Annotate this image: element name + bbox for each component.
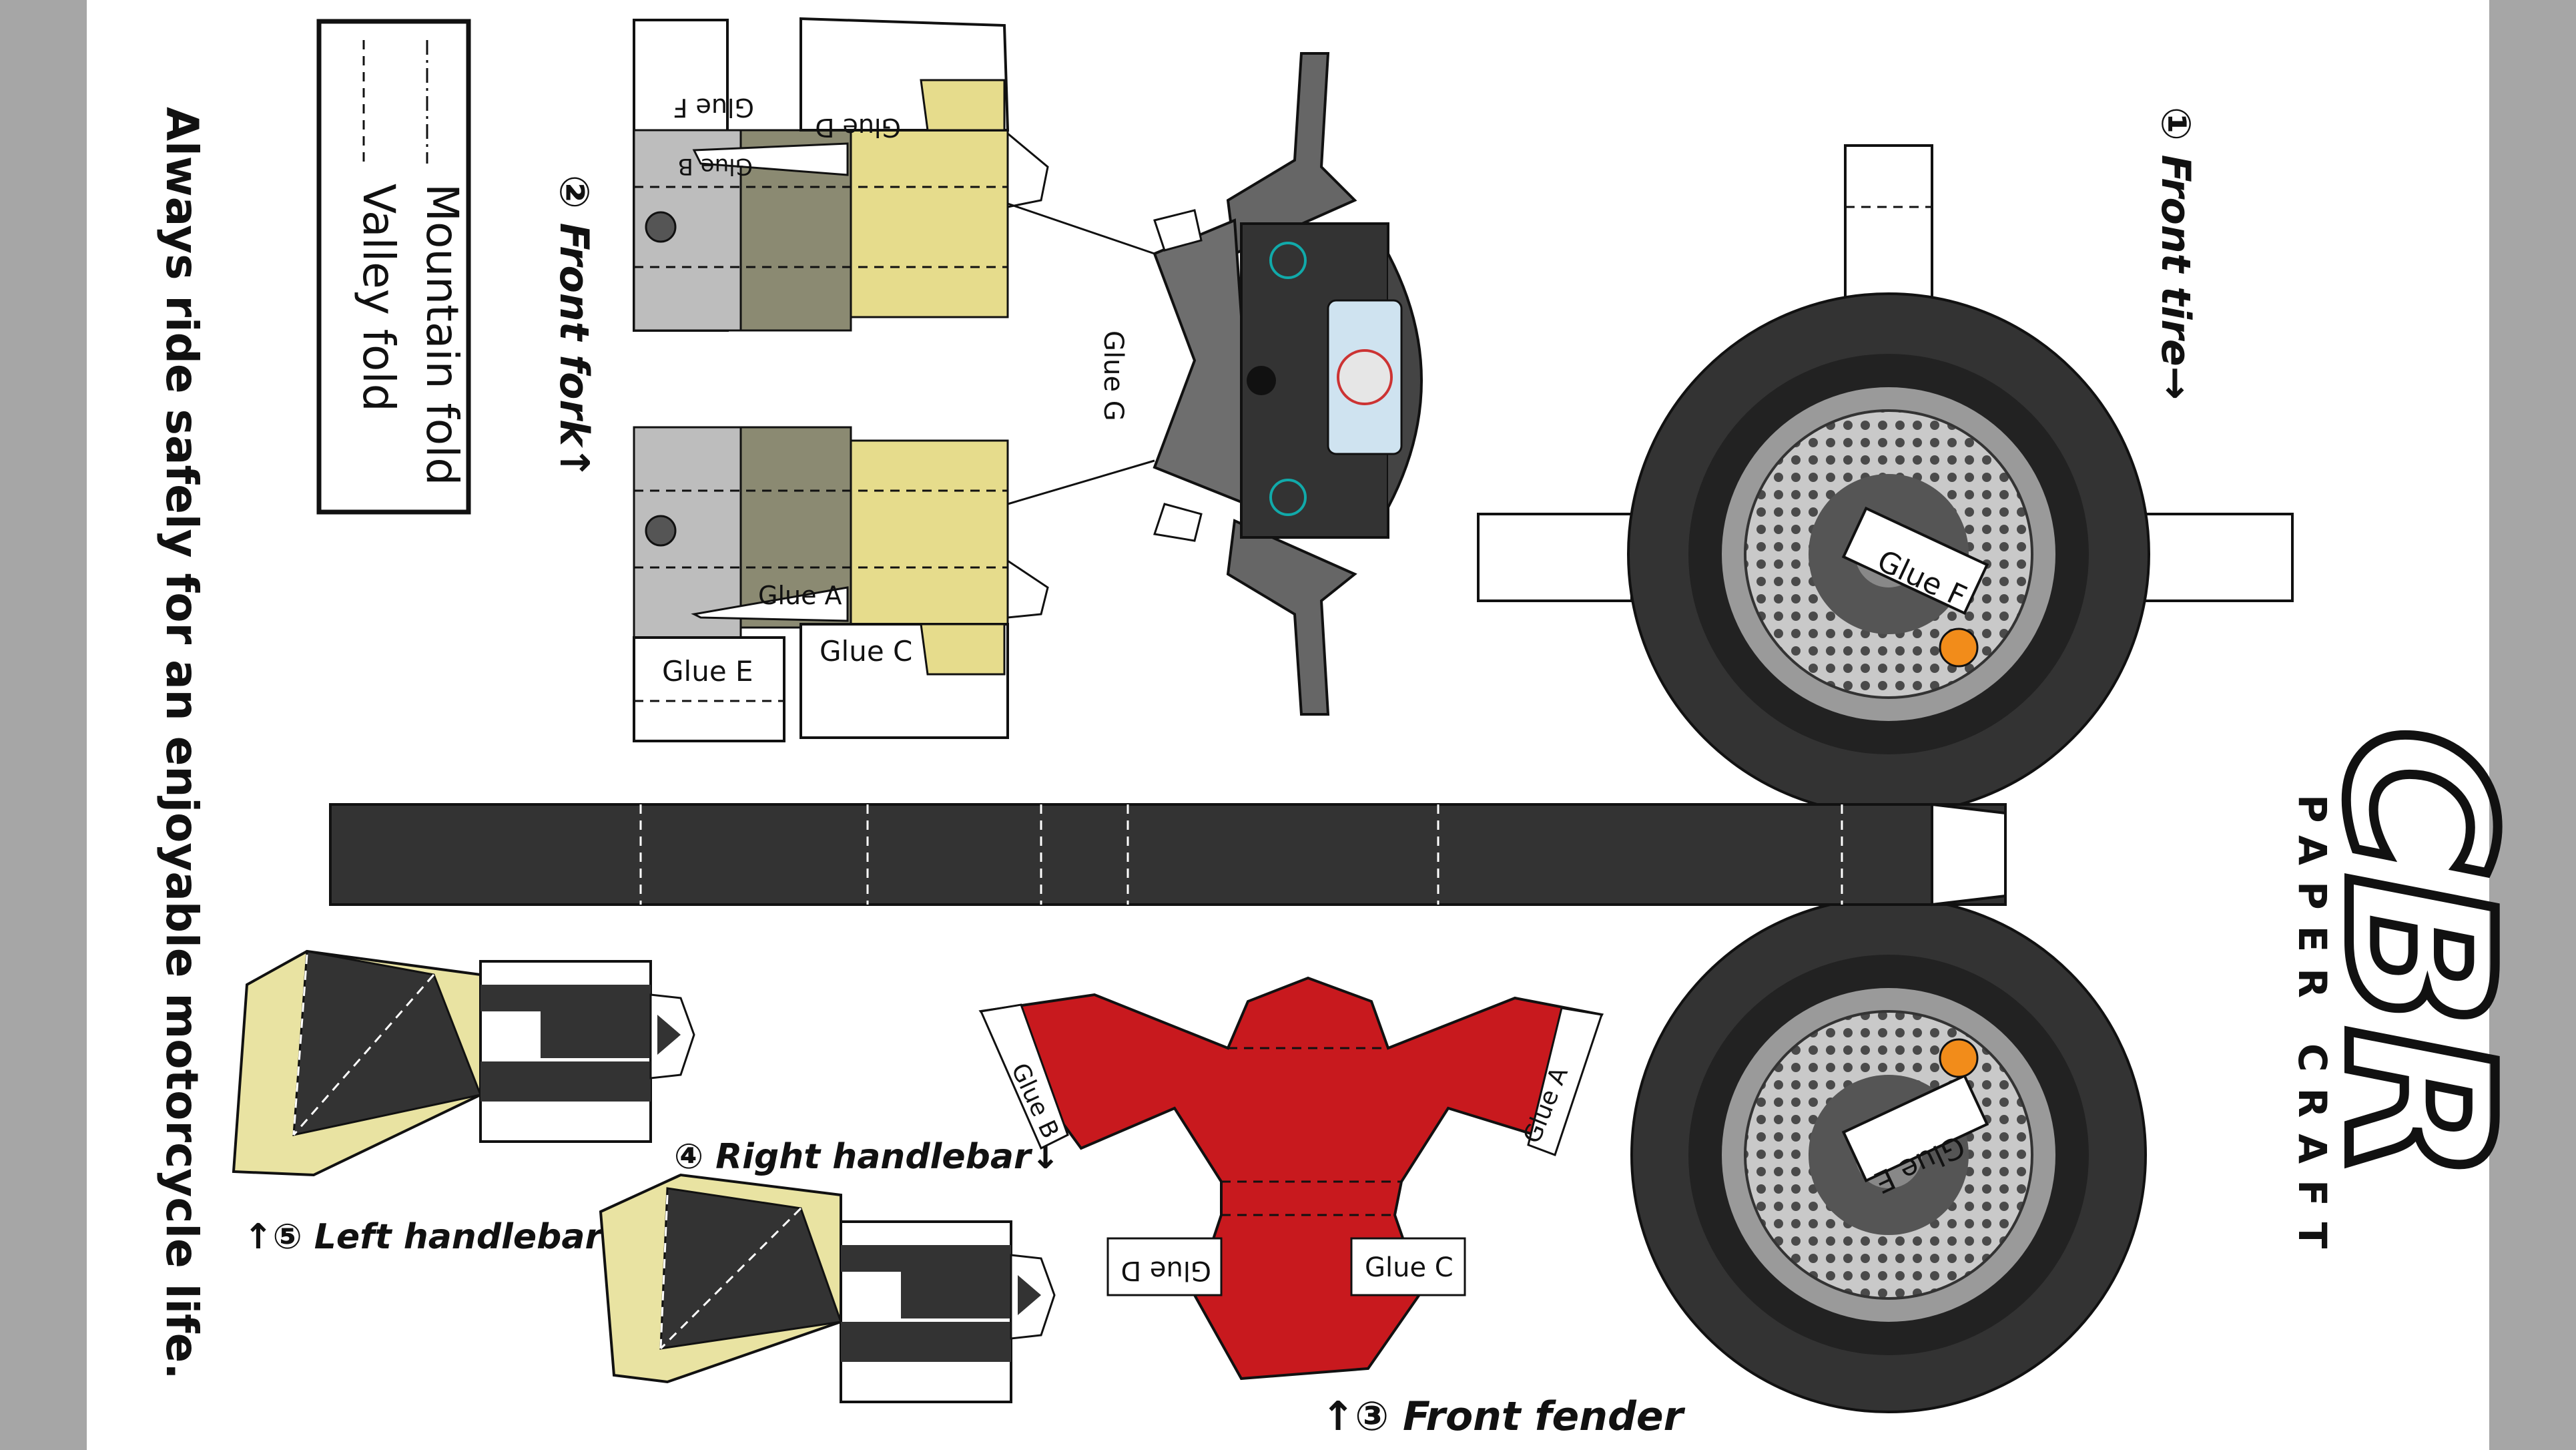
front-fender-part: Glue B Glue A Glue D Glue C: [978, 976, 1604, 1381]
label-left-handlebar: ↑⑤ Left handlebar: [244, 1217, 604, 1257]
right-handlebar-part: [599, 1173, 1056, 1403]
label-front-fender: ↑③ Front fender: [1321, 1393, 1686, 1440]
paper-craft-subtitle: PAPER CRAFT: [2290, 794, 2335, 1264]
glue-d-fender: Glue D: [1120, 1255, 1211, 1286]
legend-valley-fold: Valley fold: [353, 184, 404, 412]
glue-e-fork: Glue E: [662, 655, 753, 688]
legend-mountain-fold: Mountain fold: [416, 184, 468, 485]
tire-tread-strip: [329, 802, 2007, 907]
cbr-logo-text: CBR: [2302, 728, 2535, 1182]
glue-f-fork: Glue F: [673, 93, 754, 122]
glue-a-fork: Glue A: [758, 581, 842, 610]
front-tire-top: Glue F: [1477, 144, 2294, 816]
glue-c-fender: Glue C: [1365, 1252, 1454, 1283]
front-tire-bottom: Glue E: [1630, 897, 2147, 1413]
label-front-tire: ① Front tire→: [2152, 107, 2199, 400]
left-handlebar-part: [232, 949, 695, 1177]
top-bridge-part: [1153, 52, 1423, 716]
front-fork-part: Glue B Glue F Glue D Glue A Glue E Glue …: [633, 17, 1155, 742]
glue-c-fork: Glue C: [820, 635, 912, 668]
brake-caliper-icon: [1939, 628, 1979, 668]
label-front-fork: ② Front fork↑: [551, 175, 597, 479]
glue-d-fork: Glue D: [815, 113, 901, 142]
glue-b-fork: Glue B: [678, 153, 753, 180]
label-right-handlebar: ④ Right handlebar↓: [674, 1137, 1060, 1177]
brake-caliper-icon: [1939, 1038, 1979, 1078]
safety-message: Always ride safely for an enjoyable moto…: [156, 107, 208, 1380]
fold-legend: Mountain fold Valley fold: [316, 19, 471, 515]
glue-g-fork: Glue G: [1098, 330, 1129, 421]
cbr-logo: CBR PAPER CRAFT: [2290, 723, 2539, 1264]
